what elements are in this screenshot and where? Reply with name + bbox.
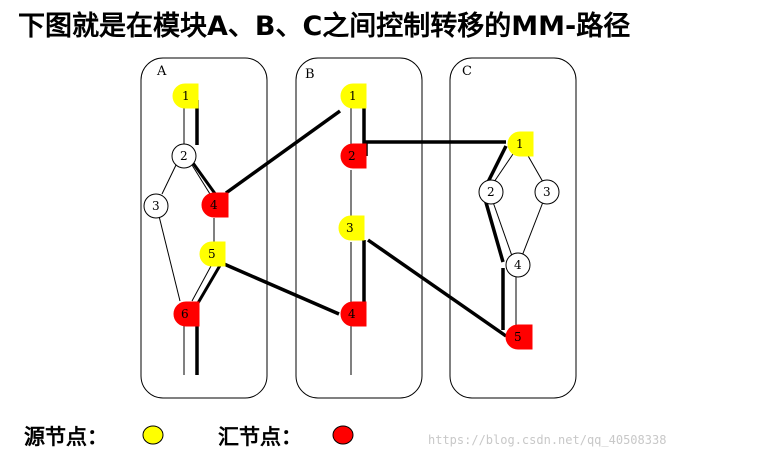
slide-title: 下图就是在模块A、B、C之间控制转移的MM-路径 [18, 11, 631, 42]
svg-text:4: 4 [348, 307, 356, 321]
node-b3: 3 [338, 215, 365, 241]
svg-text:3: 3 [346, 221, 354, 235]
node-c4: 4 [505, 252, 531, 278]
svg-text:5: 5 [514, 330, 522, 344]
node-a5: 5 [199, 241, 226, 267]
edge-a-2-3 [161, 164, 177, 195]
legend-sink-swatch [332, 425, 354, 445]
svg-text:3: 3 [152, 199, 160, 213]
mm-path-b2-to-c1 [364, 140, 506, 156]
module-c-nodes: 1 2 3 4 5 [478, 131, 560, 350]
legend: 源节点： 汇节点： [24, 425, 354, 449]
edge-c-2-4 [492, 201, 513, 257]
mm-path-a5-to-b4 [223, 262, 340, 316]
mm-path-c5-to-b3 [367, 238, 507, 338]
svg-text:2: 2 [487, 185, 495, 199]
module-c-edges [492, 153, 544, 330]
node-a3: 3 [143, 193, 169, 219]
node-b1: 1 [340, 83, 367, 109]
node-c3: 3 [534, 179, 560, 205]
node-a1: 1 [172, 83, 199, 109]
module-c-label: C [462, 64, 472, 79]
mm-path [223, 109, 508, 338]
svg-text:4: 4 [514, 258, 522, 272]
module-b-box [295, 57, 423, 399]
module-c-box [449, 57, 577, 399]
edge-a-5-6 [191, 265, 212, 302]
edge-a-2-4 [191, 164, 211, 195]
node-a4: 4 [201, 192, 229, 218]
svg-text:3: 3 [543, 185, 551, 199]
edge-a-3-6 [158, 215, 181, 302]
edge-a-5-6-bold [196, 261, 224, 304]
svg-text:1: 1 [349, 89, 357, 103]
module-a-nodes: 1 2 3 4 5 6 [143, 83, 229, 327]
module-a-box [140, 57, 268, 399]
edge-a-2-4-bold [191, 162, 218, 196]
module-a-label: A [156, 64, 167, 79]
module-b-nodes: 1 2 3 4 [338, 83, 367, 327]
svg-text:4: 4 [210, 198, 218, 212]
mm-path-a4-to-b1 [224, 109, 342, 195]
svg-text:2: 2 [348, 149, 356, 163]
svg-text:1: 1 [182, 89, 190, 103]
node-b2: 2 [340, 143, 367, 169]
svg-text:6: 6 [181, 307, 189, 321]
watermark: https://blog.csdn.net/qq_40508338 [428, 433, 666, 447]
svg-text:1: 1 [516, 137, 524, 151]
node-b4: 4 [340, 301, 367, 327]
svg-text:2: 2 [180, 149, 188, 163]
edge-c-1-2 [493, 153, 514, 183]
module-a-edges [158, 84, 224, 375]
legend-sink-label: 汇节点： [218, 425, 302, 449]
node-a6: 6 [173, 301, 200, 327]
legend-source-label: 源节点： [24, 425, 108, 449]
node-c1: 1 [507, 131, 534, 157]
svg-text:5: 5 [208, 247, 216, 261]
module-b-label: B [305, 67, 315, 82]
node-c2: 2 [478, 179, 504, 205]
edge-c-3-4 [521, 201, 544, 257]
edge-c-1-3 [526, 153, 544, 183]
node-c5: 5 [505, 324, 533, 350]
legend-source-swatch [142, 425, 164, 445]
node-a2: 2 [171, 143, 197, 169]
